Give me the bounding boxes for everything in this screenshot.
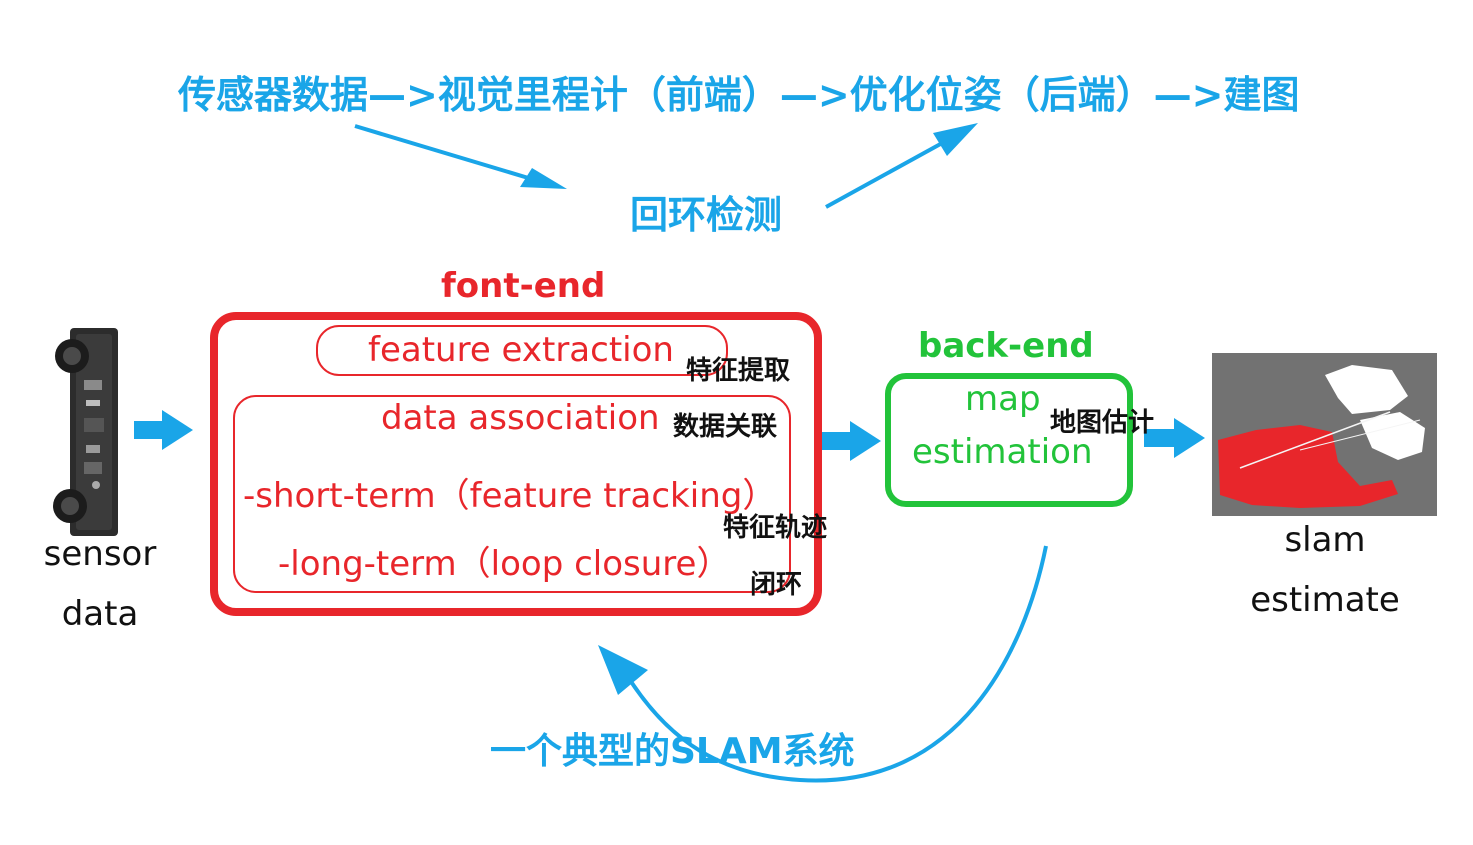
arrow-frontend-to-backend bbox=[822, 421, 881, 461]
arrow-to-loop-detection bbox=[354, 124, 567, 189]
short-term-text: -short-term（feature tracking） bbox=[243, 476, 777, 516]
back-end-box bbox=[885, 373, 1133, 507]
map-estimation-line2: estimation bbox=[912, 432, 1093, 472]
diagram-caption: 一个典型的SLAM系统 bbox=[490, 731, 855, 772]
front-end-box bbox=[210, 312, 822, 616]
data-association-cn: 数据关联 bbox=[673, 412, 778, 442]
sensor-label-line1: sensor bbox=[43, 534, 157, 574]
data-association-box bbox=[233, 395, 791, 593]
data-association-text: data association bbox=[381, 398, 660, 438]
sensor-label-line2: data bbox=[61, 594, 139, 634]
pipeline-title: 传感器数据—>视觉里程计（前端）—>优化位姿（后端）—>建图 bbox=[178, 73, 1300, 117]
camera-sensor-image bbox=[53, 328, 118, 536]
front-end-heading: font-end bbox=[441, 266, 606, 306]
loop-detection-label: 回环检测 bbox=[630, 193, 783, 237]
arrow-from-loop-detection bbox=[825, 123, 978, 209]
feature-extraction-text: feature extraction bbox=[368, 330, 674, 370]
map-estimation-cn: 地图估计 bbox=[1050, 408, 1155, 438]
long-term-text: -long-term（loop closure） bbox=[278, 544, 731, 584]
feature-extraction-box bbox=[316, 325, 728, 376]
long-term-cn: 闭环 bbox=[750, 570, 803, 600]
arrow-backend-to-output bbox=[1144, 418, 1205, 458]
feature-extraction-cn: 特征提取 bbox=[686, 356, 791, 386]
back-end-heading: back-end bbox=[918, 326, 1094, 366]
arrow-sensor-to-frontend bbox=[134, 410, 193, 450]
output-label-line2: estimate bbox=[1250, 580, 1400, 620]
short-term-cn: 特征轨迹 bbox=[723, 513, 828, 543]
output-label-line1: slam bbox=[1284, 520, 1366, 560]
slam-map-image bbox=[1212, 353, 1437, 516]
feedback-arrow bbox=[598, 545, 1048, 783]
map-estimation-line1: map bbox=[965, 379, 1041, 419]
